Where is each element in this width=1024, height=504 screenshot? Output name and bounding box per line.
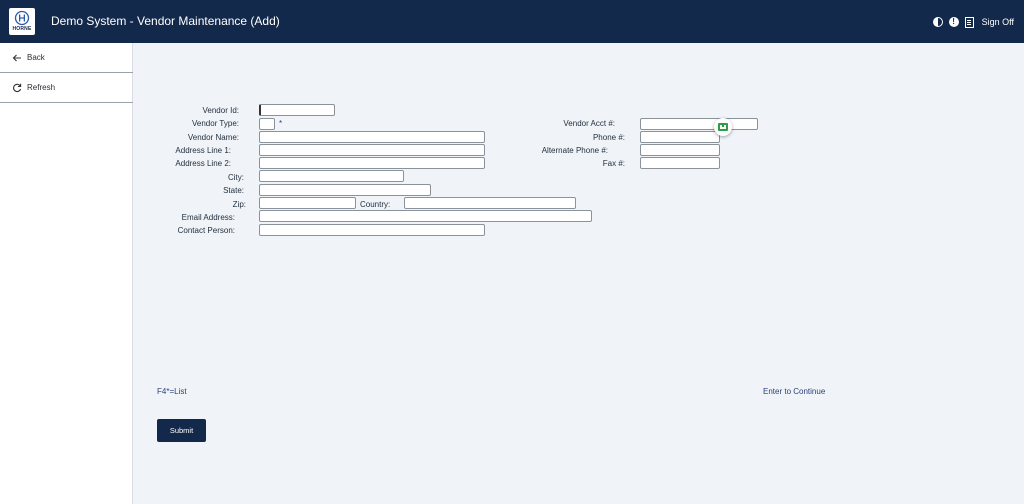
f4-list-hint[interactable]: F4*=List [157, 387, 187, 396]
address2-input[interactable] [259, 157, 485, 169]
sidebar-item-back[interactable]: Back [0, 43, 133, 73]
logo-mark-icon [14, 10, 30, 26]
vendor-type-input[interactable] [259, 118, 275, 130]
state-label: State: [223, 186, 244, 195]
keyboard-icon[interactable] [714, 118, 732, 136]
top-bar: HORNE Demo System - Vendor Maintenance (… [0, 0, 1024, 43]
contrast-icon[interactable] [932, 17, 943, 27]
arrow-left-icon [12, 54, 21, 61]
sign-off-link[interactable]: Sign Off [981, 17, 1014, 27]
zip-label: Zip: [232, 200, 246, 209]
sidebar: Back Refresh [0, 43, 133, 504]
state-input[interactable] [259, 184, 431, 196]
city-label: City: [228, 173, 244, 182]
country-input[interactable] [404, 197, 576, 209]
submit-button[interactable]: Submit [157, 419, 206, 442]
vendor-acct-input[interactable] [640, 118, 758, 130]
address2-label: Address Line 2: [175, 159, 231, 168]
phone-input[interactable] [640, 131, 720, 143]
sidebar-item-refresh[interactable]: Refresh [0, 73, 133, 103]
phone-label: Phone #: [592, 133, 625, 142]
refresh-icon [13, 83, 22, 92]
vendor-name-label: Vendor Name: [187, 133, 239, 142]
sidebar-item-label: Back [27, 53, 45, 62]
alt-phone-input[interactable] [640, 144, 720, 156]
horne-logo: HORNE [9, 8, 35, 35]
contact-input[interactable] [259, 224, 485, 236]
vendor-name-input[interactable] [259, 131, 485, 143]
fax-label: Fax #: [602, 159, 625, 168]
info-icon[interactable]: ! [948, 17, 959, 27]
alt-phone-label: Alternate Phone #: [541, 146, 608, 155]
top-actions: ! Sign Off [932, 15, 1014, 29]
contact-label: Contact Person: [177, 226, 235, 235]
vendor-id-input[interactable] [259, 104, 335, 116]
vendor-acct-label: Vendor Acct #: [563, 119, 615, 128]
address1-label: Address Line 1: [175, 146, 231, 155]
address1-input[interactable] [259, 144, 485, 156]
page-title: Demo System - Vendor Maintenance (Add) [51, 14, 280, 28]
city-input[interactable] [259, 170, 404, 182]
zip-input[interactable] [259, 197, 356, 209]
fax-input[interactable] [640, 157, 720, 169]
email-input[interactable] [259, 210, 592, 222]
email-label: Email Address: [181, 213, 235, 222]
vendor-type-prompt-marker: * [279, 119, 283, 128]
logo-text: HORNE [12, 26, 32, 32]
enter-continue-hint[interactable]: Enter to Continue [763, 387, 826, 396]
vendor-id-label: Vendor Id: [202, 106, 239, 115]
country-label: Country: [360, 200, 391, 209]
sidebar-item-label: Refresh [27, 83, 56, 92]
vendor-type-label: Vendor Type: [192, 119, 239, 128]
document-icon[interactable] [964, 16, 974, 28]
